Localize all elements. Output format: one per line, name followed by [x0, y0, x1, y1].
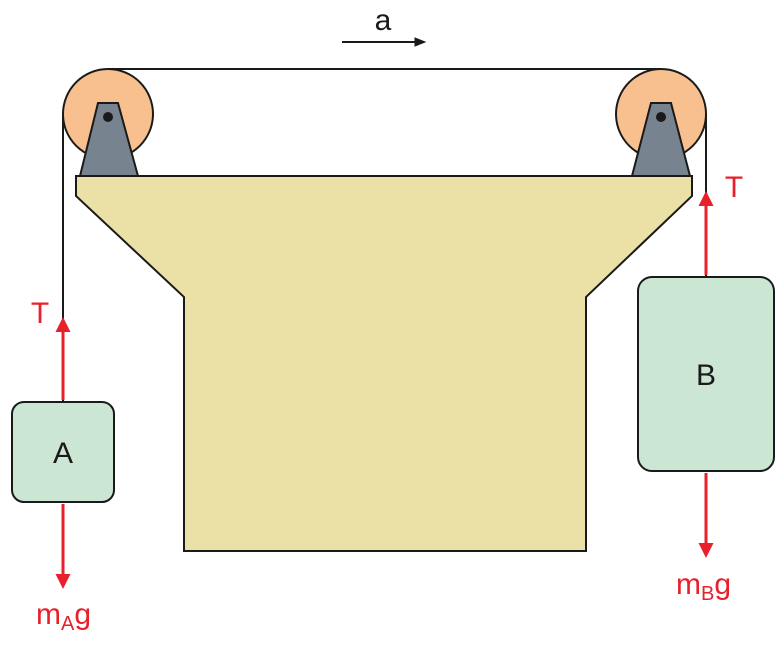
weight-label-b-main: m — [676, 568, 701, 601]
weight-label-a: mAg — [36, 598, 91, 635]
block-b — [637, 276, 775, 472]
tension-label-b: T — [725, 171, 743, 204]
weight-label-b: mBg — [676, 568, 731, 605]
weight-label-b-tail: g — [714, 568, 731, 601]
block-a-label: A — [53, 437, 73, 470]
right-pulley-axle — [656, 112, 666, 122]
weight-label-b-sub: B — [701, 583, 714, 605]
left-pulley-bracket — [78, 102, 140, 177]
right-pulley-bracket — [630, 102, 692, 177]
table — [75, 175, 693, 552]
left-pulley-axle — [103, 112, 113, 122]
tension-label-a: T — [31, 297, 49, 330]
weight-label-a-tail: g — [74, 598, 91, 631]
acceleration-label: a — [375, 4, 392, 37]
weight-label-a-main: m — [36, 598, 61, 631]
block-b-label: B — [696, 359, 716, 392]
block-a — [11, 401, 115, 503]
weight-label-a-sub: A — [61, 613, 75, 635]
